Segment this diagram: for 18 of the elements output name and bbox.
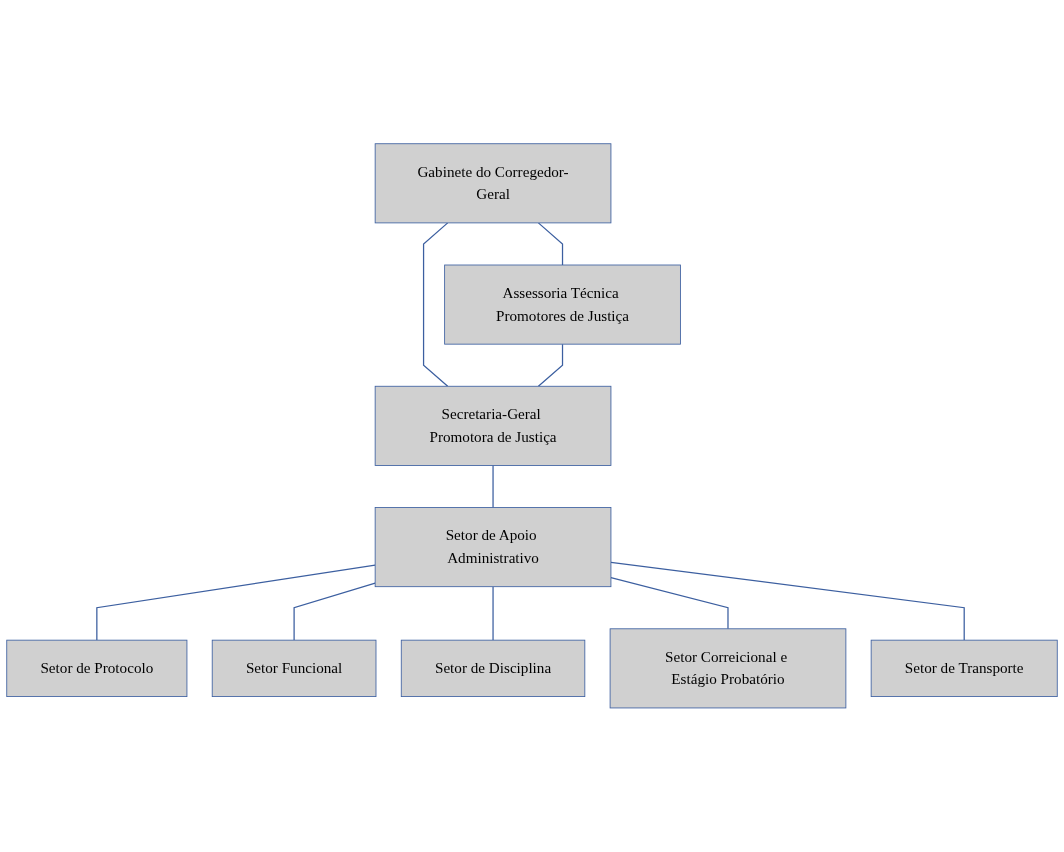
node-box: Setor de Protocolo bbox=[6, 639, 188, 698]
connector bbox=[96, 564, 376, 641]
connector bbox=[610, 577, 729, 630]
node-box: Setor de Apoio Administrativo bbox=[374, 507, 612, 588]
connector bbox=[537, 222, 564, 266]
node-box: Secretaria-Geral Promotora de Justiça bbox=[374, 386, 612, 466]
node-box: Assessoria Técnica Promotores de Justiça bbox=[444, 264, 681, 345]
node-box: Setor de Disciplina bbox=[400, 639, 586, 698]
connector bbox=[492, 586, 494, 641]
node-box: Setor de Transporte bbox=[870, 639, 1058, 698]
node-box: Setor Correicional e Estágio Probatório bbox=[609, 628, 847, 709]
node-box: Setor Funcional bbox=[211, 639, 377, 698]
connector bbox=[422, 222, 449, 388]
connector bbox=[610, 561, 965, 641]
node-box: Gabinete do Corregedor-Geral bbox=[374, 143, 612, 224]
connector bbox=[537, 343, 564, 388]
connector bbox=[492, 464, 494, 509]
connector bbox=[293, 582, 376, 641]
